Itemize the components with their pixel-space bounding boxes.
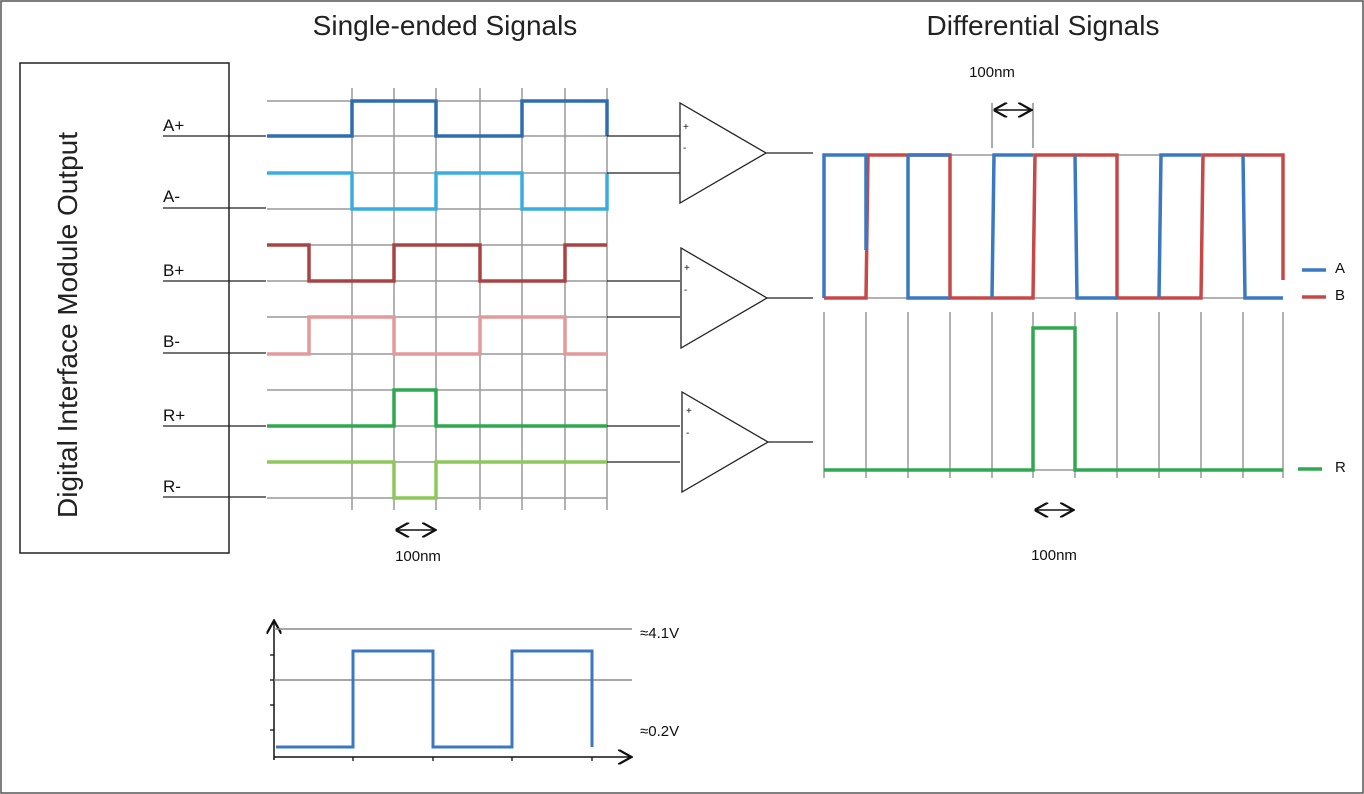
single-ended-grid <box>267 88 608 510</box>
amplifier-r: + - <box>681 390 770 494</box>
voltage-waveform <box>276 649 594 749</box>
amp-a-minus: - <box>683 143 686 154</box>
amp-r-plus: + <box>686 406 692 417</box>
voltage-high-label: ≈4.1V <box>640 625 679 642</box>
single-ended-title: Single-ended Signals <box>313 10 578 41</box>
diff-period-label-bottom: 100nm <box>1031 547 1077 564</box>
diff-waveform-b <box>824 153 1285 300</box>
signal-label-r-plus: R+ <box>163 406 185 425</box>
amplifier-b: + - <box>680 246 769 350</box>
amplifier-a: + - <box>679 101 768 205</box>
module-box <box>19 62 230 554</box>
label-leaders <box>163 135 266 498</box>
single-ended-waveforms <box>267 99 609 500</box>
signal-label-b-minus: B- <box>163 332 180 351</box>
legend-label-r: R <box>1335 459 1346 476</box>
amp-a-plus: + <box>683 122 689 133</box>
diff-waveform-a-4 <box>990 153 1033 299</box>
module-title: Digital Interface Module Output <box>52 132 83 518</box>
amp-r-minus: - <box>686 428 689 439</box>
diff-period-label-top: 100nm <box>969 64 1015 81</box>
waveform-b-minus <box>267 315 607 356</box>
diff-waveform-a <box>822 153 868 298</box>
legend: A B R <box>1298 260 1346 476</box>
diff-waveform-a-5 <box>1073 154 1117 300</box>
amp-b-plus: + <box>684 263 690 274</box>
signal-label-b-plus: B+ <box>163 261 184 280</box>
signal-label-r-minus: R- <box>163 477 181 496</box>
signal-labels: A+ A- B+ B- R+ R- <box>163 116 185 496</box>
legend-label-a: A <box>1335 260 1345 277</box>
waveform-a-minus <box>267 171 609 211</box>
differential-ab-waveforms <box>822 153 1285 300</box>
diff-period-bottom: 100nm <box>1031 510 1077 564</box>
differential-title: Differential Signals <box>927 10 1160 41</box>
diff-waveform-a-2 <box>906 155 950 300</box>
diff-waveform-r <box>824 326 1283 472</box>
waveform-a-plus <box>267 99 609 138</box>
signal-label-a-minus: A- <box>163 187 180 206</box>
voltage-low-label: ≈0.2V <box>640 723 679 740</box>
waveform-b-plus <box>267 243 607 283</box>
legend-label-b: B <box>1335 287 1345 304</box>
diff-waveform-a-6 <box>1157 153 1201 299</box>
waveform-r-plus <box>267 388 607 428</box>
single-period-label: 100nm <box>395 548 441 565</box>
voltage-plot: ≈4.1V ≈0.2V <box>270 622 679 761</box>
diff-waveform-a-7 <box>1241 154 1283 300</box>
diff-period-top: 100nm <box>969 64 1034 148</box>
waveform-r-minus <box>267 460 607 500</box>
amp-b-minus: - <box>684 285 687 296</box>
signal-label-a-plus: A+ <box>163 116 184 135</box>
amplifier-wires <box>607 135 813 463</box>
differential-grid <box>823 154 1284 478</box>
